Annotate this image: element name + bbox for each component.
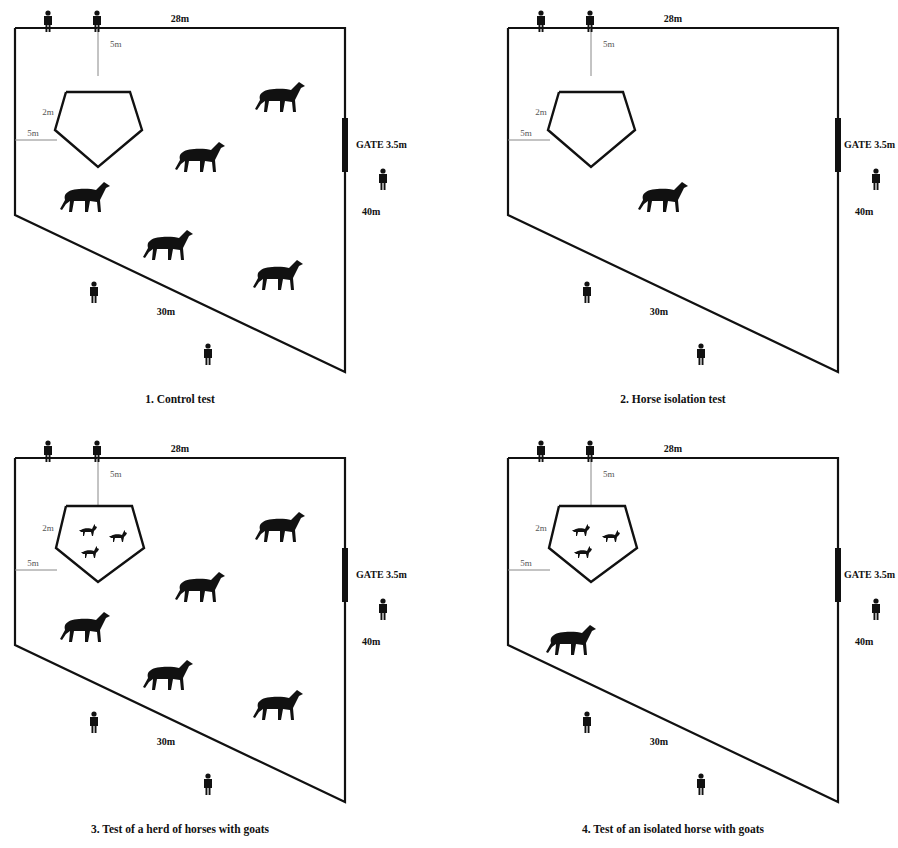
dimension-label: 30m — [157, 307, 175, 317]
dimension-label: 40m — [855, 637, 873, 647]
distance-line — [98, 28, 99, 76]
gate-label: GATE 3.5m — [844, 570, 895, 580]
horse-icon — [60, 612, 110, 642]
observer-icon — [872, 598, 880, 620]
dimension-label: 40m — [362, 637, 380, 647]
observer-icon — [204, 773, 212, 795]
gate-label: GATE 3.5m — [844, 140, 895, 150]
paddock-outline — [508, 458, 838, 802]
panel-drawing — [15, 440, 387, 802]
horse-icon — [60, 182, 110, 212]
dimension-label: 5m — [110, 470, 122, 479]
paddock-outline — [15, 28, 345, 372]
paddock-outline — [15, 458, 345, 802]
dimension-label: 2m — [42, 524, 54, 533]
horse-icon — [143, 660, 193, 690]
dimension-label: 28m — [171, 444, 189, 454]
goat-icon — [81, 546, 99, 558]
dimension-label: 28m — [664, 444, 682, 454]
gate-label: GATE 3.5m — [356, 140, 407, 150]
dimension-label: 30m — [157, 737, 175, 747]
distance-line — [15, 570, 57, 571]
dimension-label: 5m — [520, 559, 532, 568]
paddock-outline — [508, 28, 838, 372]
dimension-label: 2m — [535, 524, 547, 533]
goat-icon — [109, 530, 127, 542]
dimension-label: 40m — [362, 207, 380, 217]
observer-icon — [872, 168, 880, 190]
distance-line — [508, 140, 550, 141]
observer-icon — [44, 440, 52, 462]
observer-icon — [90, 281, 98, 303]
observer-icon — [537, 10, 545, 32]
distance-line — [591, 28, 592, 76]
panel-drawing — [508, 440, 880, 802]
dimension-label: 5m — [27, 559, 39, 568]
dimension-label: 2m — [535, 108, 547, 117]
goat-pen — [548, 92, 635, 167]
observer-icon — [44, 10, 52, 32]
horse-icon — [143, 230, 193, 260]
goat-pen — [549, 506, 637, 582]
dimension-label: 5m — [520, 129, 532, 138]
goat-icon — [574, 546, 592, 558]
observer-icon — [93, 440, 101, 462]
observer-icon — [583, 711, 591, 733]
gate-bar — [342, 118, 348, 172]
dimension-label: 30m — [650, 307, 668, 317]
horse-icon — [255, 512, 305, 542]
horse-icon — [253, 260, 303, 290]
horse-icon — [255, 82, 305, 112]
panel-caption: 3. Test of a herd of horses with goats — [91, 824, 269, 836]
dimension-label: 5m — [603, 470, 615, 479]
observer-icon — [697, 343, 705, 365]
observer-icon — [379, 598, 387, 620]
observer-icon — [583, 281, 591, 303]
horse-icon — [175, 142, 225, 172]
distance-line — [508, 570, 550, 571]
horse-icon — [638, 182, 688, 212]
panel-drawing — [15, 10, 387, 372]
goat-icon — [572, 524, 590, 536]
observer-icon — [697, 773, 705, 795]
observer-icon — [90, 711, 98, 733]
panel-caption: 1. Control test — [145, 394, 215, 406]
horse-icon — [253, 690, 303, 720]
dimension-label: 5m — [110, 40, 122, 49]
dimension-label: 28m — [171, 14, 189, 24]
dimension-label: 30m — [650, 737, 668, 747]
observer-icon — [537, 440, 545, 462]
goat-pen — [55, 92, 142, 167]
dimension-label: 2m — [42, 108, 54, 117]
horse-icon — [175, 572, 225, 602]
gate-label: GATE 3.5m — [356, 570, 407, 580]
observer-icon — [93, 10, 101, 32]
horse-icon — [546, 625, 596, 655]
goat-icon — [79, 524, 97, 536]
distance-line — [591, 458, 592, 506]
panel-drawing — [508, 10, 880, 372]
gate-bar — [835, 118, 841, 172]
goat-pen — [56, 506, 144, 582]
dimension-label: 5m — [27, 129, 39, 138]
panel-caption: 2. Horse isolation test — [620, 394, 725, 406]
observer-icon — [379, 168, 387, 190]
goat-icon — [602, 530, 620, 542]
distance-line — [98, 458, 99, 506]
distance-line — [15, 140, 57, 141]
gate-bar — [342, 548, 348, 602]
panel-caption: 4. Test of an isolated horse with goats — [582, 824, 764, 836]
dimension-label: 28m — [664, 14, 682, 24]
observer-icon — [586, 440, 594, 462]
dimension-label: 40m — [855, 207, 873, 217]
observer-icon — [586, 10, 594, 32]
dimension-label: 5m — [603, 40, 615, 49]
observer-icon — [204, 343, 212, 365]
gate-bar — [835, 548, 841, 602]
